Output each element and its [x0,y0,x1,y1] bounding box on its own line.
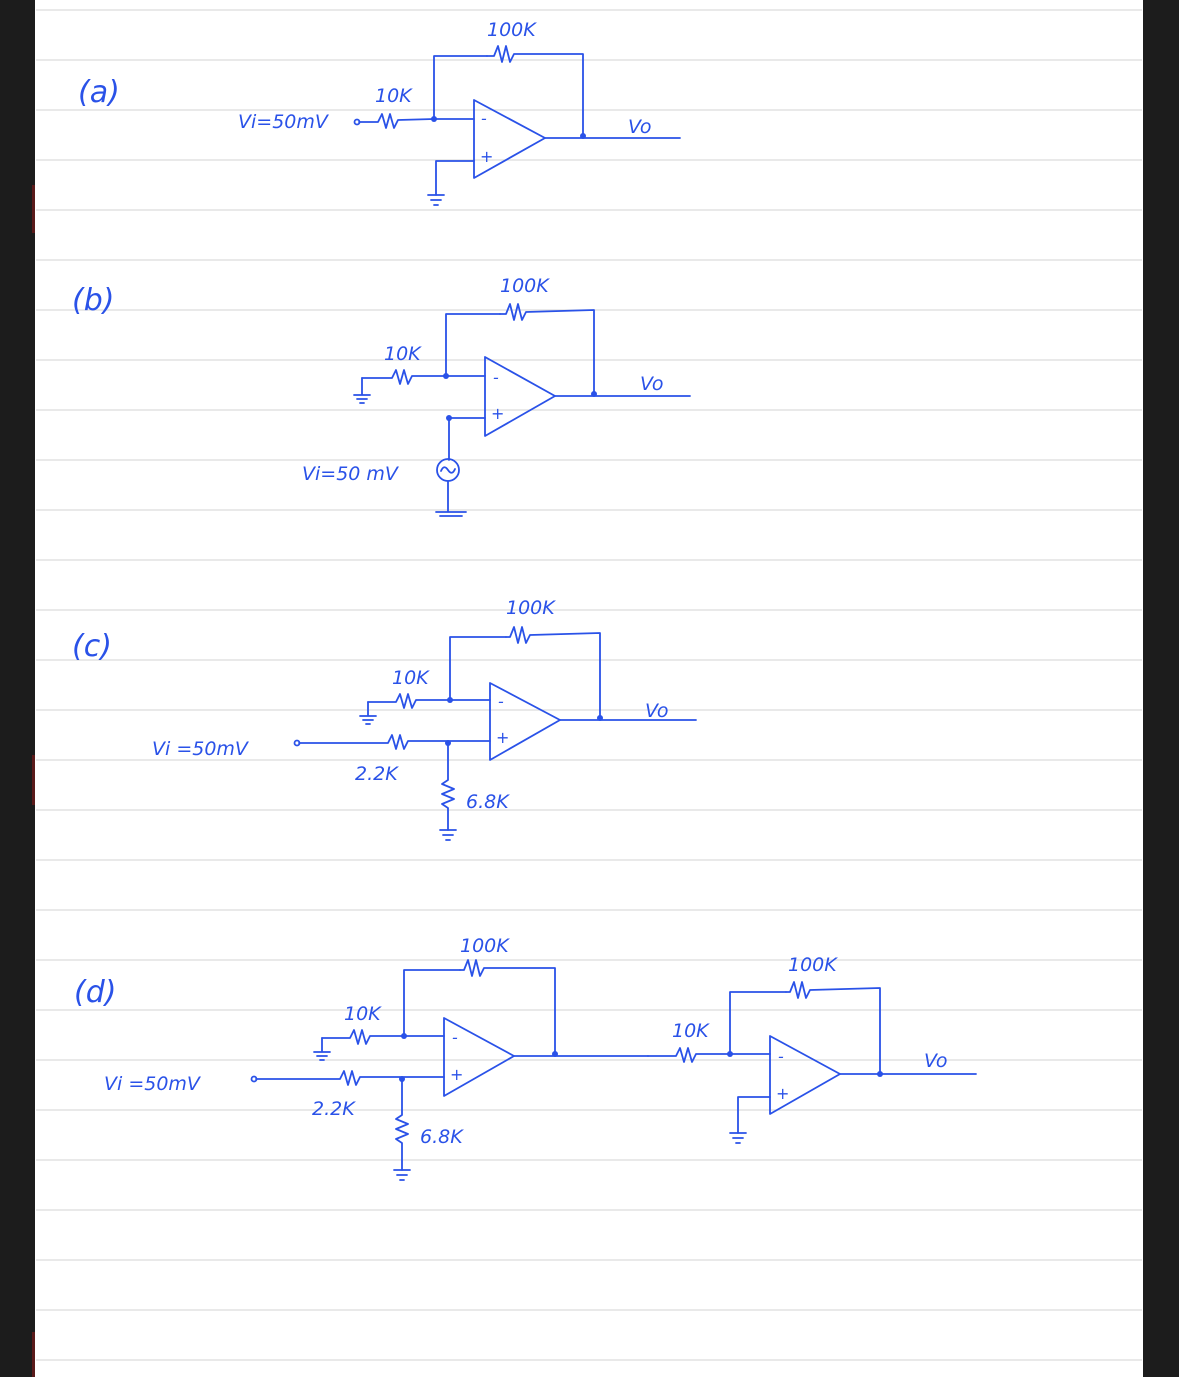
d-stage2-input-label: 10K [672,1020,710,1042]
b-feedback-resistor [499,303,595,395]
a-minus-sign: - [481,109,487,128]
c-plus-sign: + [496,728,509,747]
c-input-resistor [367,693,451,709]
a-feedback-resistor [486,45,584,136]
b-ac-wave-icon [440,466,456,474]
b-output-node [591,391,597,397]
part-b-label: (b) [72,283,114,318]
a-noninverting-wire [435,160,475,196]
a-output-node [580,133,586,139]
c-output-node [597,715,603,721]
c-minus-sign: - [498,692,504,711]
d-stage2-opamp [769,1035,841,1115]
c-feedback-resistor [505,626,601,719]
circuit-d: (d) 100K 10K Vi =50mV 2.2K 6.8K 100K 10K… [74,935,977,1181]
c-output-label: Vo [645,700,669,722]
d-stage1-plus-sign: + [450,1065,463,1084]
b-plus-sign: + [491,404,504,423]
d-divider-bottom-label: 6.8K [420,1126,464,1148]
c-feedback-wire-left [449,636,507,701]
d-stage1-input-resistor [321,1029,405,1045]
a-input-voltage-label: Vi=50mV [238,111,330,133]
d-input-voltage-label: Vi =50mV [104,1073,202,1095]
a-feedback-wire-left [433,55,488,120]
c-divider-top-resistor [298,734,491,750]
d-stage1-input-label: 10K [344,1003,382,1025]
part-d-label: (d) [74,975,116,1010]
c-input-resistor-label: 10K [392,667,430,689]
d-ground-icon-divider [393,1169,411,1181]
b-feedback-wire-left [445,313,501,377]
a-input-resistor-label: 10K [375,85,413,107]
b-noninverting-wire [448,417,486,461]
d-stage1-feedback-resistor [459,959,556,1055]
a-opamp [473,99,546,179]
d-divider-bottom-resistor [395,1078,409,1171]
circuit-a: (a) 100K 10K Vi=50mV Vo - + [78,19,681,206]
ruled-lines [36,9,1142,1361]
c-divider-bottom-label: 6.8K [466,791,510,813]
a-feedback-resistor-label: 100K [487,19,537,41]
a-input-resistor [358,113,435,129]
circuit-c: (c) 100K 10K Vi =50mV 2.2K 6.8K Vo - + [72,597,697,841]
c-ground-icon-divider [439,829,457,841]
d-ground-icon-stage2 [729,1132,747,1144]
c-feedback-resistor-label: 100K [506,597,556,619]
a-plus-sign: + [480,147,493,166]
b-ground-icon-input [353,377,371,404]
b-input-resistor-label: 10K [384,343,422,365]
b-input-voltage-label: Vi=50 mV [302,463,400,485]
d-stage1-opamp [443,1017,515,1097]
d-stage2-minus-sign: - [778,1047,784,1066]
d-stage2-noninverting-wire [737,1096,771,1134]
d-divider-top-resistor [255,1070,445,1086]
a-output-label: Vo [628,116,652,138]
d-stage1-minus-sign: - [452,1028,458,1047]
d-output-node [877,1071,883,1077]
edge-marker [32,1332,36,1377]
c-input-voltage-label: Vi =50mV [152,738,250,760]
circuit-b: (b) 100K 10K Vi=50 mV Vo - + [72,275,691,517]
edge-marker [32,755,36,805]
d-ground-icon-input [313,1037,331,1061]
d-stage2-feedback-label: 100K [788,954,838,976]
d-stage1-feedback-label: 100K [460,935,510,957]
b-output-label: Vo [640,373,664,395]
b-noninverting-node [446,415,452,421]
c-ground-icon-input [359,701,377,725]
d-divider-top-label: 2.2K [312,1098,356,1120]
d-output-label: Vo [924,1050,948,1072]
d-stage2-plus-sign: + [776,1084,789,1103]
d-stage1-feedback-wire-left [403,969,461,1037]
d-stage2-feedback-resistor [785,981,881,1075]
edge-marker [32,185,36,233]
c-opamp [489,682,561,761]
d-stage2-input-resistor [647,1047,731,1063]
b-feedback-resistor-label: 100K [500,275,550,297]
a-ground-icon [427,194,445,206]
b-input-resistor [361,369,447,385]
b-ground-icon-source [435,480,467,517]
d-stage2-feedback-wire-left [729,991,787,1055]
d-stage1-output-node [552,1051,558,1057]
c-divider-bottom-resistor [441,742,455,831]
notebook-page [35,0,1143,1377]
b-opamp [484,356,556,437]
part-c-label: (c) [72,629,112,664]
part-a-label: (a) [78,75,120,110]
b-minus-sign: - [493,368,499,387]
c-divider-top-label: 2.2K [355,763,399,785]
